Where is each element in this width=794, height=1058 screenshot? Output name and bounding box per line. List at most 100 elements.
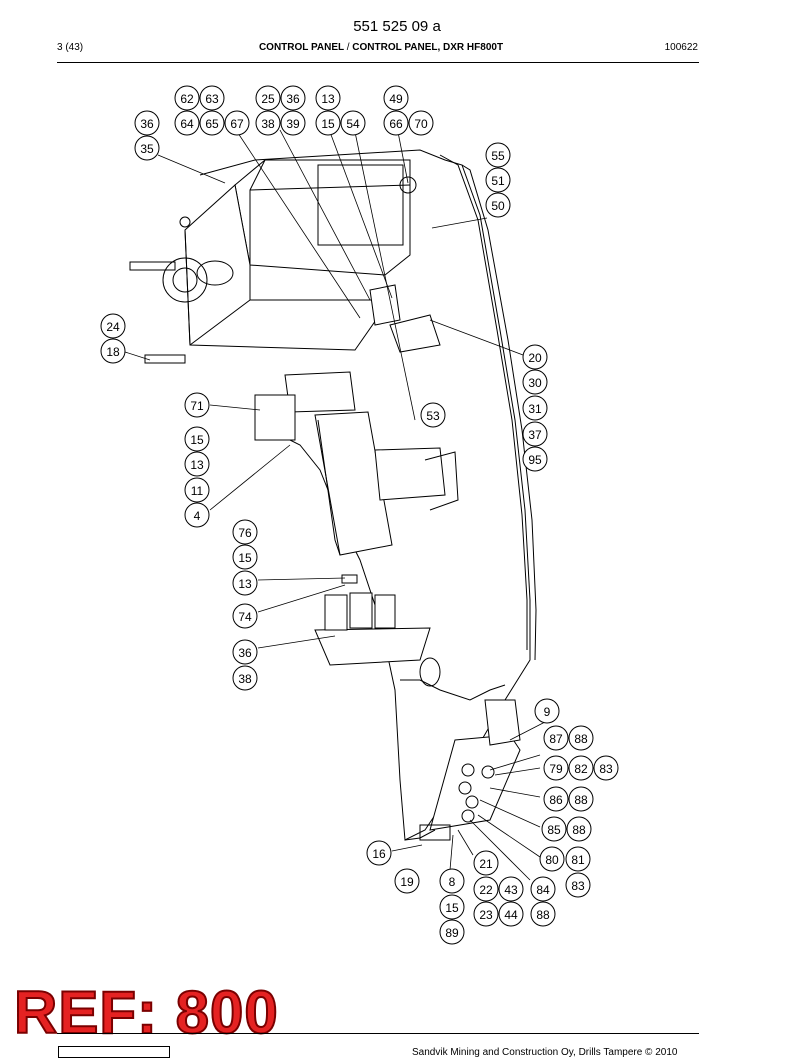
svg-text:30: 30	[528, 376, 542, 390]
svg-text:88: 88	[572, 823, 586, 837]
svg-text:50: 50	[491, 199, 505, 213]
callout-55: 55	[485, 142, 511, 168]
svg-text:9: 9	[544, 705, 551, 719]
svg-text:83: 83	[599, 762, 613, 776]
svg-text:86: 86	[549, 793, 563, 807]
svg-text:24: 24	[106, 320, 120, 334]
svg-text:36: 36	[238, 646, 252, 660]
title-right: CONTROL PANEL, DXR HF800T	[352, 42, 504, 53]
callout-13: 13	[315, 85, 341, 111]
svg-text:38: 38	[261, 117, 275, 131]
svg-text:88: 88	[536, 908, 550, 922]
callout-36: 36	[134, 110, 160, 136]
svg-text:23: 23	[479, 908, 493, 922]
callout-49: 49	[383, 85, 409, 111]
svg-text:4: 4	[194, 509, 201, 523]
svg-text:65: 65	[205, 117, 219, 131]
svg-text:37: 37	[528, 428, 542, 442]
callout-31: 31	[522, 395, 548, 421]
document-number: 551 525 09 a	[353, 18, 441, 35]
svg-text:38: 38	[238, 672, 252, 686]
callout-51: 51	[485, 167, 511, 193]
page-title: CONTROL PANEL / CONTROL PANEL, DXR HF800…	[0, 42, 762, 53]
callout-65: 65	[199, 110, 225, 136]
date-code: 100622	[664, 42, 698, 53]
callout-13: 13	[184, 451, 210, 477]
svg-text:51: 51	[491, 174, 505, 188]
svg-text:35: 35	[140, 142, 154, 156]
svg-text:39: 39	[286, 117, 300, 131]
svg-text:79: 79	[549, 762, 563, 776]
callout-20: 20	[522, 344, 548, 370]
callout-4: 4	[184, 502, 210, 528]
callout-18: 18	[100, 338, 126, 364]
callout-36: 36	[232, 639, 258, 665]
svg-text:15: 15	[321, 117, 335, 131]
callout-15: 15	[232, 544, 258, 570]
callout-22: 22	[473, 876, 499, 902]
callout-86: 86	[543, 786, 569, 812]
connector-block	[419, 699, 521, 841]
title-left: CONTROL PANEL	[258, 42, 344, 53]
callout-64: 64	[174, 110, 200, 136]
callout-70: 70	[408, 110, 434, 136]
callout-88: 88	[568, 725, 594, 751]
callout-79: 79	[543, 755, 569, 781]
svg-text:88: 88	[574, 793, 588, 807]
svg-text:43: 43	[504, 883, 518, 897]
svg-text:80: 80	[545, 853, 559, 867]
svg-text:44: 44	[504, 908, 518, 922]
callout-15: 15	[315, 110, 341, 136]
svg-text:76: 76	[238, 526, 252, 540]
svg-text:22: 22	[479, 883, 493, 897]
callout-82: 82	[568, 755, 594, 781]
svg-text:71: 71	[190, 399, 204, 413]
svg-text:15: 15	[190, 433, 204, 447]
svg-text:84: 84	[536, 883, 550, 897]
svg-text:87: 87	[549, 732, 563, 746]
callout-88: 88	[566, 816, 592, 842]
svg-text:49: 49	[389, 92, 403, 106]
svg-text:55: 55	[491, 149, 505, 163]
footer-rule	[57, 1033, 699, 1034]
brand-logo	[58, 1046, 170, 1058]
svg-text:25: 25	[261, 92, 275, 106]
svg-text:62: 62	[180, 92, 194, 106]
callout-88: 88	[530, 901, 556, 927]
callout-19: 19	[394, 868, 420, 894]
svg-text:53: 53	[426, 409, 440, 423]
header-rule	[57, 62, 699, 63]
callout-85: 85	[541, 816, 567, 842]
svg-text:74: 74	[238, 610, 252, 624]
title-separator: /	[346, 42, 350, 53]
svg-text:64: 64	[180, 117, 194, 131]
callout-76: 76	[232, 519, 258, 545]
svg-text:85: 85	[547, 823, 561, 837]
svg-text:13: 13	[190, 458, 204, 472]
callout-95: 95	[522, 446, 548, 472]
callout-66: 66	[383, 110, 409, 136]
callout-80: 80	[539, 846, 565, 872]
leader-lines	[124, 129, 546, 881]
callout-67: 67	[224, 110, 250, 136]
callout-39: 39	[280, 110, 306, 136]
callout-24: 24	[100, 313, 126, 339]
svg-text:8: 8	[449, 875, 456, 889]
callout-36: 36	[280, 85, 306, 111]
callout-16: 16	[366, 840, 392, 866]
svg-text:15: 15	[238, 551, 252, 565]
svg-text:20: 20	[528, 351, 542, 365]
callout-21: 21	[473, 850, 499, 876]
callout-87: 87	[543, 725, 569, 751]
lower-valve-block	[314, 574, 431, 666]
svg-text:36: 36	[140, 117, 154, 131]
svg-text:82: 82	[574, 762, 588, 776]
svg-text:89: 89	[445, 926, 459, 940]
svg-text:15: 15	[445, 901, 459, 915]
svg-text:19: 19	[400, 875, 414, 889]
callout-38: 38	[255, 110, 281, 136]
svg-text:70: 70	[414, 117, 428, 131]
callout-50: 50	[485, 192, 511, 218]
callout-89: 89	[439, 919, 465, 945]
page-number: 3 (43)	[57, 42, 84, 53]
